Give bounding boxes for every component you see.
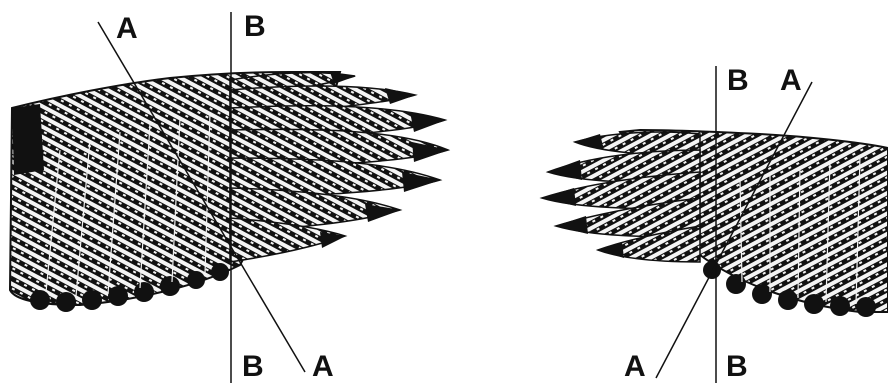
left-wing-primaries [230, 73, 448, 262]
left-top-label-A: A [116, 14, 138, 44]
left-top-label-B: B [244, 12, 266, 42]
right-bottom-label-B: B [726, 352, 748, 382]
left-wing [10, 72, 449, 312]
right-wing [541, 130, 888, 317]
right-bottom-label-A: A [624, 352, 646, 382]
left-wing-shoulder-patch [12, 104, 44, 175]
left-bottom-label-A: A [312, 352, 334, 382]
right-top-label-B: B [727, 66, 749, 96]
right-top-label-A: A [780, 66, 802, 96]
left-bottom-label-B: B [242, 352, 264, 382]
